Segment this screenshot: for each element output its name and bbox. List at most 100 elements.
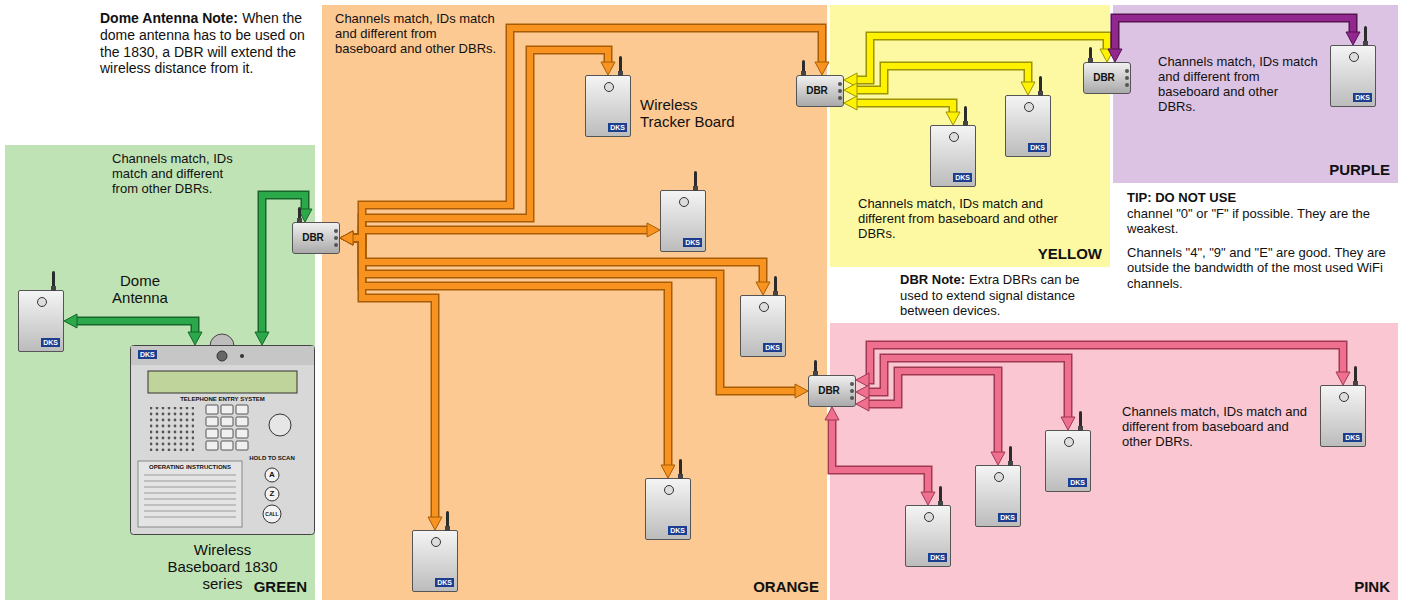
region-fill: [5, 145, 315, 600]
note-heading: Dome Antenna Note:: [100, 10, 238, 26]
brand-logo: DKS: [998, 513, 1017, 522]
note-block: Dome Antenna Note:When the dome antenna …: [100, 10, 315, 77]
status-led: [37, 297, 47, 307]
status-led: [949, 132, 959, 142]
antenna-base: [1038, 91, 1043, 96]
indicator-dot: [334, 229, 338, 233]
dbr-repeater: DBR: [796, 75, 844, 107]
dbr-repeater: DBR: [292, 222, 340, 254]
instruction-card: [138, 461, 242, 527]
wireless-link-arrow: [353, 238, 435, 517]
status-led: [1339, 392, 1349, 402]
tracker-board: DKS: [740, 295, 786, 357]
wireless-link-arrow: [857, 66, 1028, 90]
device-label: DBR: [293, 232, 333, 244]
connector-outline: [353, 230, 647, 238]
region-band: Channels match, IDs match and different …: [1113, 5, 1398, 183]
tracker-board: DKSWireless Tracker Board: [585, 75, 631, 137]
status-led: [664, 485, 674, 495]
antenna-base: [297, 218, 302, 223]
wireless-link-arrow: [353, 230, 647, 238]
status-led: [1349, 52, 1359, 62]
region-name: GREEN: [254, 578, 307, 595]
tracker-board: DKS: [1320, 385, 1366, 447]
antenna-base: [693, 186, 698, 191]
dbr-repeater: DBR: [808, 375, 856, 407]
antenna-base: [1078, 426, 1083, 431]
brand-logo: DKS: [1068, 478, 1087, 487]
tracker-board: DKS: [975, 465, 1021, 527]
panel-text: TELEPHONE ENTRY SYSTEM: [150, 396, 295, 403]
keypad-key: [236, 441, 248, 450]
wireless-link-arrow: [869, 345, 1343, 380]
keypad-key: [221, 417, 233, 426]
antenna-base: [1353, 381, 1358, 386]
wireless-link-arrow: [353, 50, 608, 238]
note-text: channel "0" or "F" if possible. They are…: [1127, 206, 1389, 237]
connector-outline: [353, 50, 608, 238]
wireless-link-arrow: [857, 103, 953, 112]
scan-button: [265, 468, 279, 482]
keyhole: [217, 351, 227, 361]
dome-antenna: [210, 334, 234, 346]
note-heading: DBR Note:: [900, 272, 965, 287]
region-note: Channels match, IDs match and different …: [112, 152, 247, 197]
indicator-dot: [1125, 69, 1129, 73]
wireless-link-arrow: [869, 371, 998, 452]
region-note: Channels match, IDs match and different …: [1122, 405, 1307, 450]
wireless-link-arrow: [353, 238, 795, 391]
scan-button: [265, 487, 279, 501]
brand-logo: DKS: [763, 343, 782, 352]
connector-outline: [353, 238, 435, 517]
region-band: Channels match, IDs match and different …: [5, 145, 315, 600]
tracker-board: DKS: [645, 478, 691, 540]
antenna-base: [445, 526, 450, 531]
wireless-link-arrow: [353, 238, 668, 465]
status-led: [924, 512, 934, 522]
panel-text: HOLD TO SCAN: [247, 455, 297, 462]
antenna-base: [618, 71, 623, 76]
wireless-link-arrow: [1115, 18, 1353, 49]
instruction-line: [144, 517, 236, 518]
indicator-dot: [838, 96, 842, 100]
display-screen: [148, 371, 297, 393]
indicator-dot: [1125, 76, 1129, 80]
indicator-dot: [334, 236, 338, 240]
tracker-board: DKS: [412, 530, 458, 592]
region-note: Channels match, IDs match and different …: [335, 12, 500, 57]
wireless-link-arrow: [262, 195, 305, 332]
status-led: [679, 197, 689, 207]
note-heading: TIP: DO NOT USE: [1127, 190, 1389, 206]
panel-text: Z: [265, 490, 279, 498]
led: [240, 354, 244, 358]
brand-logo: DKS: [1343, 433, 1362, 442]
instruction-line: [144, 475, 236, 476]
region-band: Channels match, IDs match and different …: [830, 5, 1110, 267]
region-name: YELLOW: [1038, 245, 1102, 262]
device-label: Wireless Tracker Board: [640, 96, 735, 130]
keypad-key: [236, 405, 248, 414]
brand-logo: DKS: [683, 238, 702, 247]
wireless-link-arrow: [353, 28, 822, 238]
connector-outline: [832, 420, 928, 492]
device-label: DBR: [1084, 72, 1124, 84]
keypad-key: [221, 429, 233, 438]
connector-outline: [262, 195, 305, 332]
status-led: [994, 472, 1004, 482]
tracker-board: DKS: [930, 125, 976, 187]
status-led: [1024, 102, 1034, 112]
connector-outline: [869, 371, 998, 452]
connector-outline: [857, 66, 1028, 90]
indicator-dot: [838, 82, 842, 86]
brand-logo: DKS: [1028, 143, 1047, 152]
region-fill: [1113, 5, 1398, 183]
tracker-board: DKS: [660, 190, 706, 252]
brand-logo: DKS: [953, 173, 972, 182]
wireless-link-arrow: [832, 420, 928, 492]
instruction-line: [144, 481, 236, 482]
keypad-key: [206, 405, 218, 414]
keypad-key: [236, 429, 248, 438]
tracker-board: DKS: [18, 290, 64, 352]
region-name: ORANGE: [753, 578, 819, 595]
